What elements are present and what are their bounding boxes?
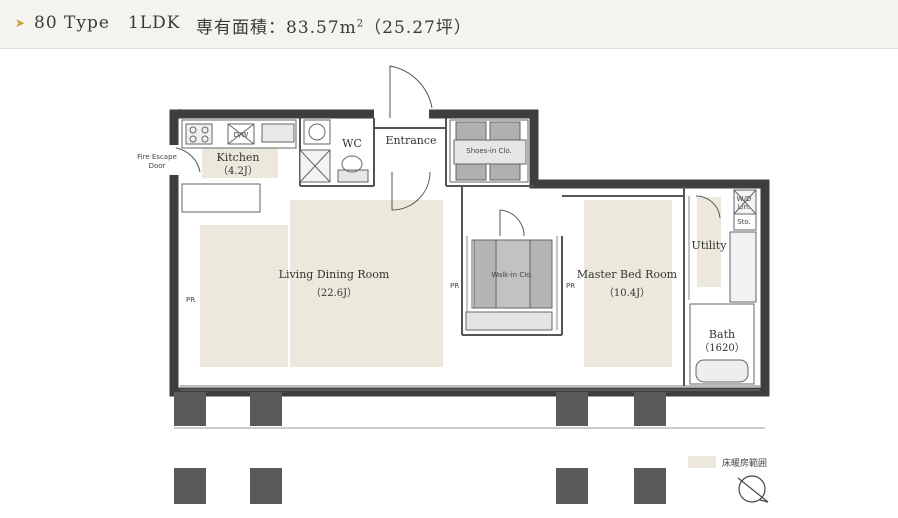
window-strip — [180, 385, 760, 391]
fire-escape-label-1: Fire Escape — [137, 153, 177, 161]
utility-label: Utility — [692, 239, 728, 252]
bath-label: Bath — [709, 328, 735, 341]
pr-label-left: PR — [186, 296, 195, 304]
legend-label: 床暖房範囲 — [722, 457, 767, 469]
arrow-marker-icon: ➤ — [15, 16, 26, 30]
fire-escape-label-2: Door — [149, 162, 166, 170]
entrance-label: Entrance — [385, 134, 436, 147]
unit-type: 80 Type — [34, 13, 110, 33]
heated-ldr-right — [290, 200, 443, 367]
area-sup: 2 — [356, 18, 365, 30]
floor-plan: PR PR PR Kitchen （4.2J） D/W Fire Escape … — [137, 65, 770, 504]
wd-label: W/D — [737, 195, 752, 203]
heated-master — [584, 200, 672, 367]
floor-heating-zones — [200, 148, 721, 367]
legend-swatch — [688, 456, 716, 468]
linen-label: Lin. — [738, 203, 751, 211]
utility-bath-fixtures — [689, 189, 757, 385]
pr-label-right: PR — [566, 282, 575, 290]
pillars — [174, 392, 666, 504]
unit-area: 専有面積：83.57m2（25.27坪） — [196, 13, 472, 38]
north-compass-icon — [737, 475, 769, 503]
door-swings — [175, 65, 721, 237]
master-size: （10.4J） — [604, 287, 650, 299]
kitchen-size: （4.2J） — [218, 165, 258, 177]
bath-size: （1620） — [699, 342, 744, 354]
unit-layout: 1LDK — [128, 13, 181, 33]
area-value: 83.57m — [286, 18, 357, 38]
shoes-closet-label: Shoes-in Clo. — [466, 147, 511, 155]
heated-kitchen — [202, 148, 278, 178]
dishwasher-label: D/W — [234, 131, 249, 139]
pr-label-mid: PR — [450, 282, 459, 290]
wc-label: WC — [342, 137, 362, 150]
ldr-size: （22.6J） — [311, 287, 357, 299]
washroom-fixtures — [299, 119, 369, 183]
page-header: ➤ 80 Type 1LDK 専有面積：83.57m2（25.27坪） — [0, 0, 898, 49]
kitchen-label: Kitchen — [217, 151, 260, 164]
heated-utility — [697, 197, 721, 287]
ldr-label: Living Dining Room — [279, 268, 390, 281]
shoes-closet — [449, 119, 529, 183]
heated-ldr-left — [200, 225, 288, 367]
walkin-label: Walk-in Clo. — [491, 271, 532, 279]
area-tsubo: （25.27坪） — [364, 18, 472, 38]
master-label: Master Bed Room — [577, 268, 678, 281]
storage-label: Sto. — [737, 218, 751, 226]
walkin-closet — [465, 239, 553, 331]
area-label: 専有面積： — [196, 18, 286, 38]
kitchen-counter — [181, 119, 297, 213]
